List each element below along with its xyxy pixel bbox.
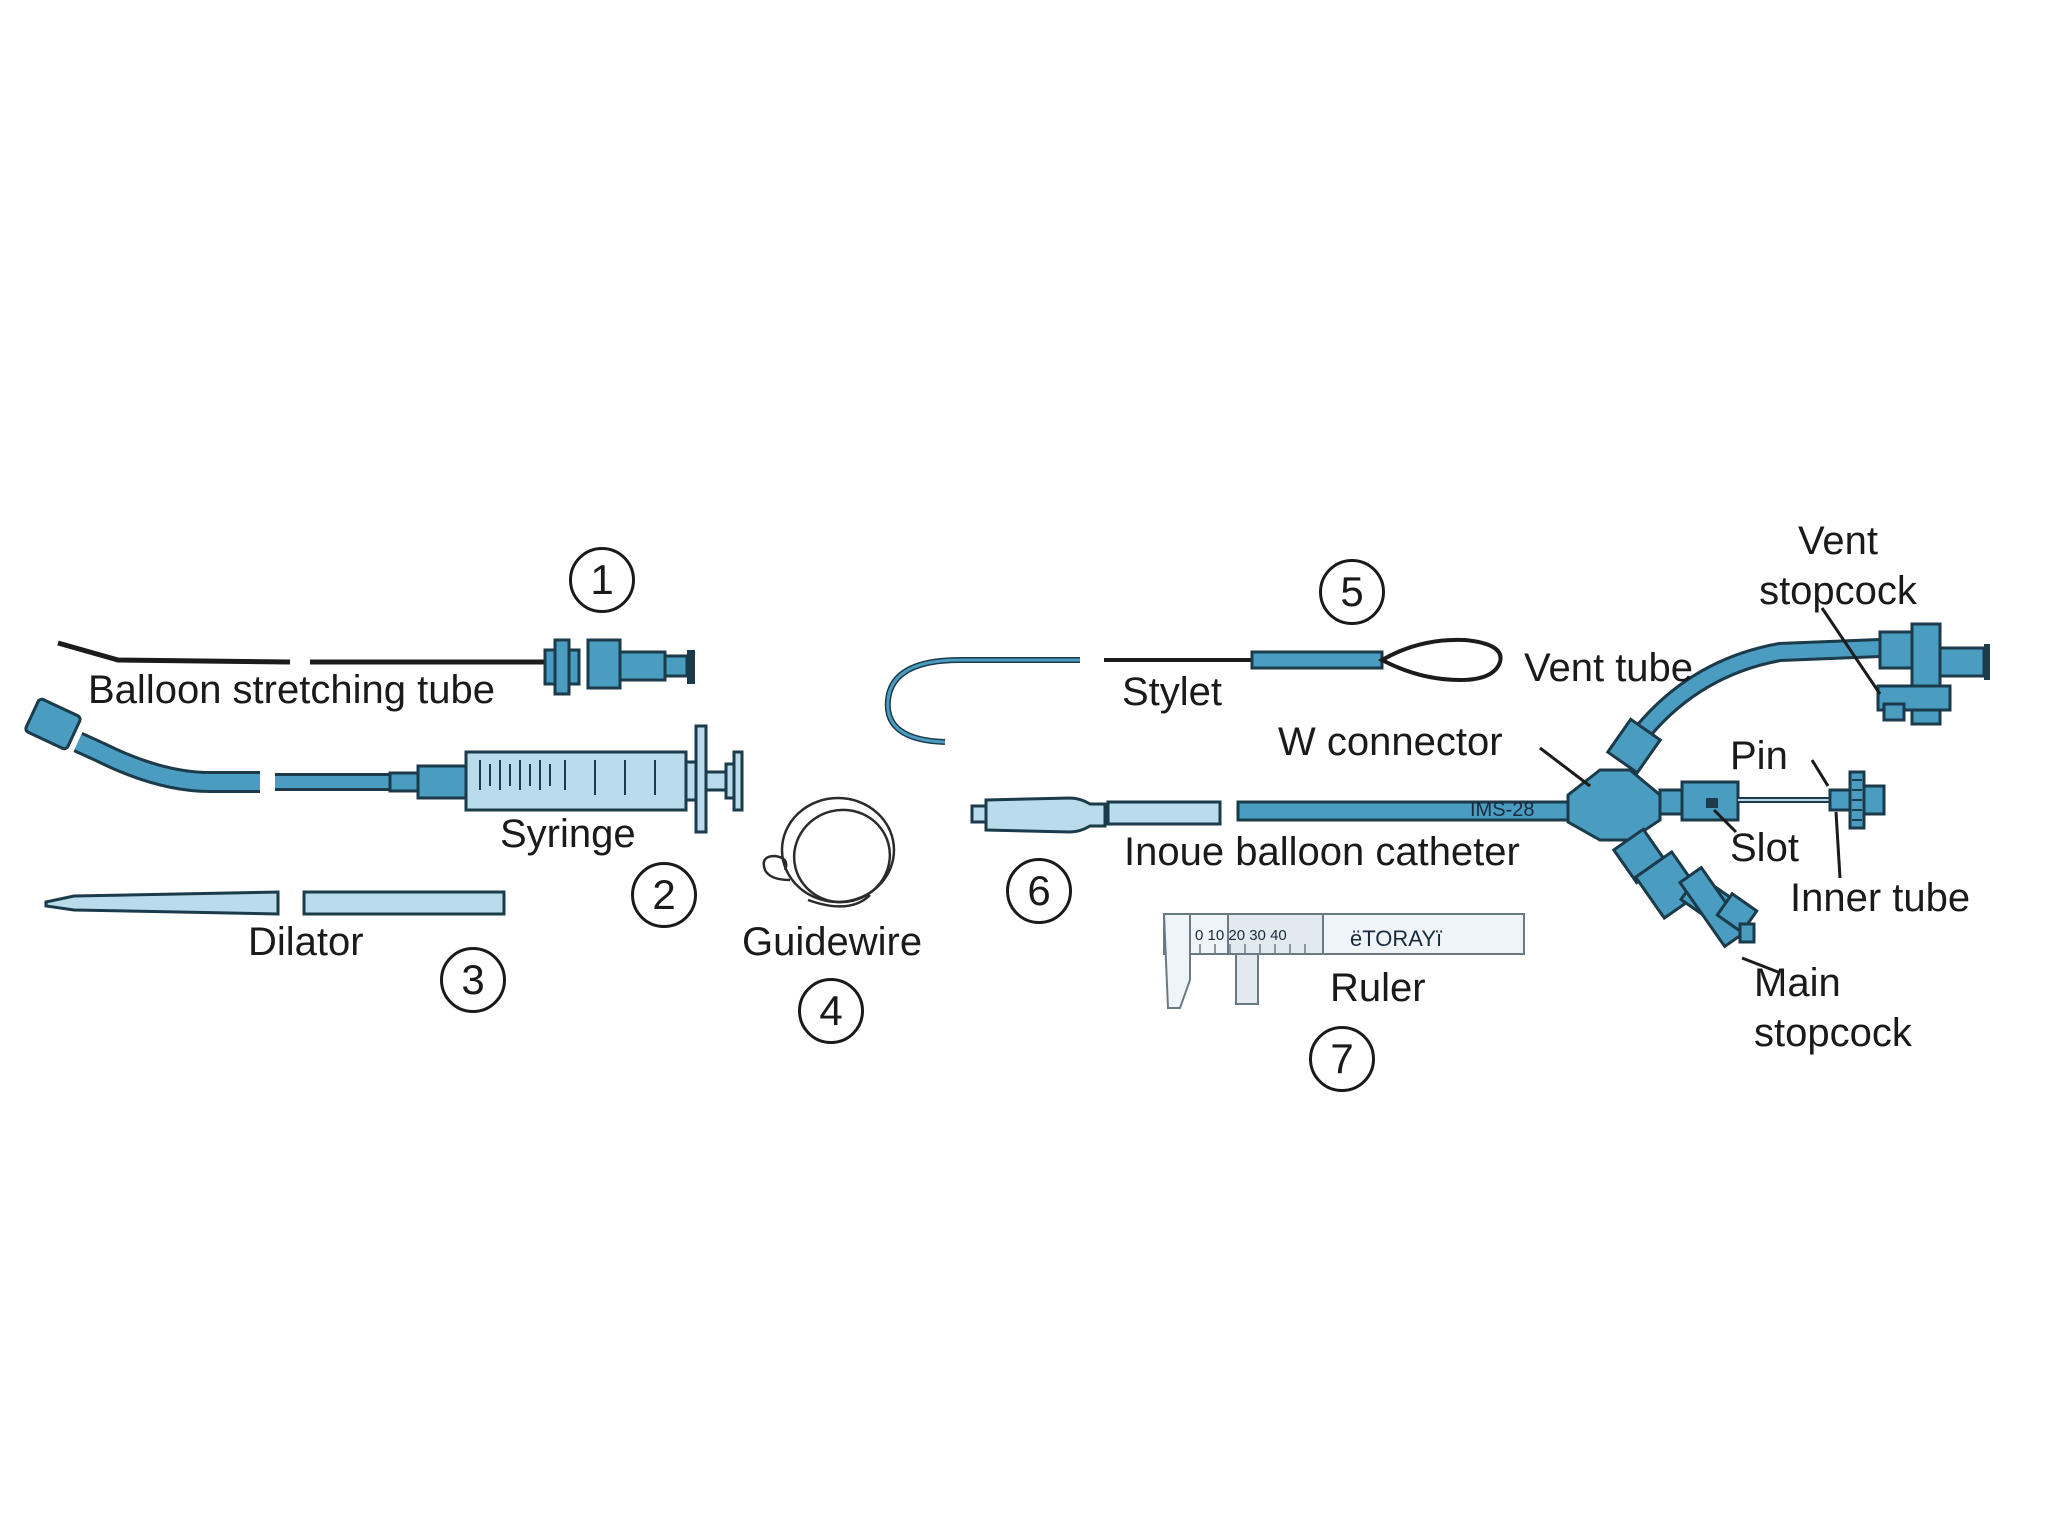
callout-number-6: 6: [1006, 858, 1072, 924]
dilator-drawing: [44, 890, 506, 916]
guidewire-label: Guidewire: [742, 920, 923, 964]
w-connector-label: W connector: [1278, 720, 1503, 764]
pin-label: Pin: [1730, 734, 1788, 778]
stylet-drawing: [884, 637, 1503, 745]
vent-stopcock-label: Vent stopcock: [1759, 519, 1917, 613]
vent-tube-label: Vent tube: [1524, 646, 1694, 690]
ruler-drawing: 0 10 20 30 40 ëTORAYï: [1162, 913, 1525, 1009]
callout-number-1: 1: [569, 547, 635, 613]
inner-tube-label: Inner tube: [1790, 876, 1971, 920]
callout-number-2: 2: [631, 862, 697, 928]
syringe-drawing: [24, 697, 744, 834]
slot-label: Slot: [1730, 826, 1799, 870]
ruler-brand-text: ëTORAYï: [1350, 926, 1443, 951]
inoue-balloon-catheter-drawing: IMS-28: [970, 622, 1990, 949]
guidewire-drawing: [762, 796, 896, 908]
balloon-stretching-tube-label: Balloon stretching tube: [88, 668, 495, 712]
syringe-label: Syringe: [500, 812, 636, 856]
catheter-code-text: IMS-28: [1470, 799, 1534, 821]
stylet-label: Stylet: [1122, 670, 1223, 714]
balloon-stretching-tube-drawing: [57, 638, 695, 696]
callout-number-3: 3: [440, 947, 506, 1013]
ruler-label: Ruler: [1330, 966, 1426, 1010]
dilator-label: Dilator: [248, 920, 364, 964]
inoue-balloon-catheter-label: Inoue balloon catheter: [1124, 830, 1520, 874]
callout-number-7: 7: [1309, 1026, 1375, 1092]
ruler-scale-text: 0 10 20 30 40: [1195, 927, 1287, 944]
callout-number-4: 4: [798, 978, 864, 1044]
main-stopcock-label: Main stopcock: [1754, 961, 1912, 1055]
leader-lines: [1539, 607, 1882, 974]
callout-number-5: 5: [1319, 559, 1385, 625]
